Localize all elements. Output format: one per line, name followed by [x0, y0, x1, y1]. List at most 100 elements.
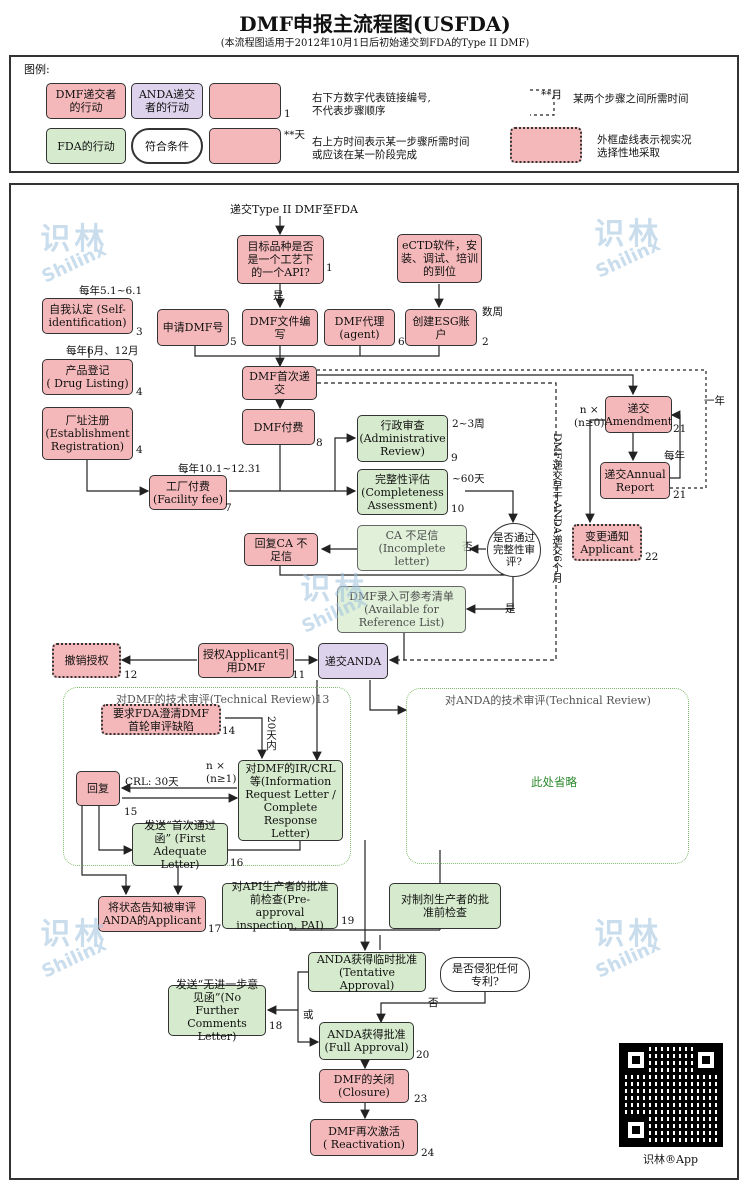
step-number-3: 3 — [136, 326, 143, 338]
node-dmf-reactivation: DMF再次激活 ( Reactivation) — [310, 1119, 418, 1156]
legend-fda: FDA的行动 — [46, 128, 126, 164]
step-number-23: 23 — [414, 1093, 428, 1105]
node-change-notice: 变更通知 Applicant — [572, 524, 642, 561]
legend-time-mark: **天 — [284, 129, 305, 141]
page-title: DMF申报主流程图(USFDA) — [239, 12, 511, 36]
step-number-16: 16 — [230, 857, 244, 869]
node-api-pai: 对API生产者的批准 前检查(Pre-approval inspection, … — [222, 880, 338, 932]
main-frame — [9, 183, 739, 1180]
node-reply: 回复 — [76, 771, 120, 806]
page-subtitle: (本流程图适用于2012年10月1日后初始递交到FDA的Type II DMF) — [220, 38, 530, 49]
region-anda-review-title: 对ANDA的技术审评(Technical Review) — [445, 694, 651, 707]
legend-anda-holder: ANDA递交 者的行动 — [131, 83, 203, 119]
node-annual-report: 递交Annual Report — [600, 462, 670, 499]
step-number-1: 1 — [326, 262, 333, 274]
node-full-approval: ANDA获得批准 (Full Approval) — [319, 1022, 414, 1060]
legend-optional-box — [510, 127, 582, 163]
step-number-22: 22 — [645, 551, 659, 563]
legend-desc-time: 右上方时间表示某一步骤所需时间 或应该在某一阶段完成 — [312, 136, 470, 161]
node-drug-listing: 产品登记 ( Drug Listing) — [42, 359, 133, 395]
step-number-24: 24 — [421, 1147, 435, 1159]
label-yes-2: 是 — [505, 603, 516, 615]
step-number-14: 14 — [222, 725, 236, 737]
node-dmf-closure: DMF的关闭 (Closure) — [319, 1069, 409, 1103]
node-notify-anda-applicant: 将状态告知被审评 ANDA的Applicant — [98, 896, 206, 932]
interval-every-year: 每年 — [664, 450, 685, 462]
step-number-10: 10 — [451, 503, 465, 515]
step-number-12: 12 — [124, 669, 138, 681]
node-revoke-authorization: 撤销授权 — [52, 643, 121, 678]
legend-step-number: 1 — [284, 108, 291, 120]
step-number-17: 17 — [208, 923, 222, 935]
label-yes-1: 是 — [273, 290, 284, 302]
legend-time-box — [209, 128, 281, 164]
region-anda-technical-review — [406, 688, 689, 864]
node-self-identification: 自我认定 (Self- identification) — [42, 298, 133, 334]
node-available-reference-list: DMF录入可参考清单 (Available for Reference List… — [337, 586, 466, 633]
node-ir-crl: 对DMF的IR/CRL 等(Information Request Letter… — [238, 760, 343, 841]
self-id-time: 每年5.1~6.1 — [79, 285, 143, 297]
step-number-21b: 21 — [673, 489, 687, 501]
node-administrative-review: 行政审查 (Administrative Review) — [357, 415, 448, 462]
facility-fee-time: 每年10.1~12.31 — [178, 463, 262, 475]
step-number-7: 7 — [225, 502, 232, 514]
step-number-5: 5 — [230, 336, 237, 348]
legend-desc-interval: 某两个步骤之间所需时间 — [573, 93, 689, 105]
step-number-19: 19 — [341, 915, 355, 927]
completeness-time: ~60天 — [452, 473, 485, 485]
node-request-fda-clarify: 要求FDA澄清DMF 首轮审评缺陷 — [101, 704, 221, 735]
node-api-question: 目标品种是否 是一个工艺下 的一个API? — [237, 235, 324, 284]
node-tentative-approval: ANDA获得临时批准 (Tentative Approval) — [308, 952, 426, 992]
drug-listing-time: 每年6月、12月 — [66, 345, 139, 357]
legend-heading: 图例: — [24, 63, 50, 76]
node-no-further-comments: 发送“无进一步意 见函”(No Further Comments Letter) — [168, 978, 266, 1043]
node-dmf-first-submission: DMF首次递 交 — [242, 366, 317, 400]
crl-time: CRL: 30天 — [125, 776, 179, 788]
step-number-4b: 4 — [136, 444, 143, 456]
node-reply-ca: 回复CA 不 足信 — [244, 533, 318, 566]
node-completeness-assessment: 完整性评估 (Completeness Assessment) — [357, 469, 448, 515]
app-label: 识林®App — [643, 1153, 699, 1166]
label-or: 或 — [303, 1009, 314, 1021]
node-ectd: eCTD软件，安 装、调试、培训 的到位 — [397, 234, 482, 283]
legend-desc-optional: 外框虚线表示视实况 选择性地采取 — [597, 134, 692, 159]
esg-time: 数周 — [482, 306, 503, 318]
step-number-4a: 4 — [136, 386, 143, 398]
step-number-11: 11 — [292, 669, 306, 681]
label-no-1: 否 — [462, 541, 473, 553]
node-ca-letter: CA 不足信 (Incomplete letter) — [357, 525, 467, 571]
amendment-multiplier: n × (n≥0) — [574, 404, 605, 429]
six-month-note: DMF递交早于ANDA递交6个月 — [551, 433, 563, 583]
node-amendment: 递交 Amendment — [605, 396, 672, 433]
legend-month-mark: **月 — [541, 89, 562, 101]
step-number-18: 18 — [269, 1020, 283, 1032]
step-number-20: 20 — [416, 1049, 430, 1061]
step-number-15: 15 — [124, 806, 138, 818]
within-20-days: 20天内 — [265, 716, 277, 751]
node-authorize-applicant: 授权Applicant引 用DMF — [198, 643, 294, 678]
node-dmf-write: DMF文件编 写 — [242, 309, 318, 346]
step-number-8: 8 — [316, 437, 323, 449]
start-label: 递交Type II DMF至FDA — [230, 203, 358, 216]
step-number-9: 9 — [451, 452, 458, 464]
node-esg-account: 创建ESG账 户 — [405, 309, 477, 346]
node-first-adequate-letter: 发送“首次通过 函” (First Adequate Letter) — [132, 819, 228, 871]
anda-review-omitted: 此处省略 — [531, 775, 577, 789]
node-submit-anda: 递交ANDA — [318, 643, 388, 679]
interval-one-year: 一年 — [704, 395, 725, 407]
legend-condition: 符合条件 — [131, 128, 203, 164]
legend-dmf-holder: DMF递交者 的行动 — [46, 83, 126, 119]
node-dmf-fee: DMF付费 — [242, 409, 315, 445]
region-dmf-review-title: 对DMF的技术审评(Technical Review)13 — [116, 693, 330, 706]
step-number-2: 2 — [482, 336, 489, 348]
decision-completeness-pass: 是否通过 完整性审 评? — [487, 523, 541, 577]
node-apply-dmf-number: 申请DMF号 — [157, 309, 229, 346]
qr-code[interactable] — [619, 1043, 723, 1147]
node-establishment-registration: 厂址注册 (Establishment Registration) — [42, 407, 133, 460]
decision-patent-infringement: 是否侵犯任何 专利? — [440, 957, 530, 992]
legend-step-box — [209, 83, 281, 119]
